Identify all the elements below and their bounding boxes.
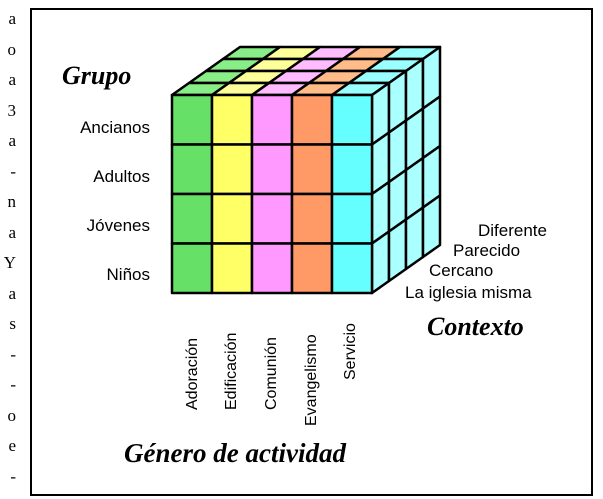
front-face-cell bbox=[330, 242, 374, 295]
front-face-cell bbox=[210, 242, 254, 295]
front-face-cell bbox=[250, 93, 294, 146]
front-face-cell bbox=[170, 242, 214, 295]
front-face-cell bbox=[170, 143, 214, 196]
side-face-cell bbox=[370, 230, 391, 295]
activity-label-servicio: Servicio bbox=[342, 323, 359, 380]
margin-char: n bbox=[7, 192, 17, 211]
margin-char: a bbox=[8, 131, 16, 150]
diagram-frame bbox=[30, 8, 593, 496]
activity-label-comunion: Comunión bbox=[263, 337, 280, 410]
group-axis-title: Grupo bbox=[62, 61, 131, 90]
activity-label-evangelismo: Evangelismo bbox=[303, 334, 320, 426]
front-face-cell bbox=[290, 192, 334, 245]
front-face-cell bbox=[330, 192, 374, 245]
front-face-cell bbox=[210, 192, 254, 245]
front-face-cell bbox=[250, 143, 294, 196]
side-face-cell bbox=[421, 194, 442, 259]
side-face-cell bbox=[404, 206, 425, 271]
activity-label-edificacion: Edificación bbox=[223, 333, 240, 410]
context-label-parecido: Parecido bbox=[453, 241, 520, 260]
margin-char: 3 bbox=[7, 100, 17, 120]
group-label-adultos: Adultos bbox=[93, 167, 150, 186]
front-face-cell bbox=[170, 192, 214, 245]
margin-char: a bbox=[8, 222, 16, 242]
margin-char: Y bbox=[3, 253, 16, 272]
margin-char: a bbox=[8, 9, 16, 28]
context-label-cercano: Cercano bbox=[429, 261, 493, 280]
margin-char: s bbox=[9, 314, 16, 333]
group-label-ancianos: Ancianos bbox=[80, 118, 150, 137]
group-label-jovenes: Jóvenes bbox=[87, 216, 150, 235]
front-face-cell bbox=[170, 93, 214, 146]
front-face-cell bbox=[250, 242, 294, 295]
margin-char: a bbox=[8, 283, 16, 303]
context-label-diferente: Diferente bbox=[478, 221, 547, 240]
margin-char: o bbox=[7, 39, 17, 59]
front-face-cell bbox=[210, 143, 254, 196]
front-face-cell bbox=[330, 143, 374, 196]
margin-char: e bbox=[8, 436, 16, 455]
front-face-cell bbox=[290, 93, 334, 146]
front-face-cell bbox=[250, 192, 294, 245]
activity-label-adoracion: Adoración bbox=[184, 338, 201, 410]
margin-char: a bbox=[8, 70, 16, 89]
front-face-cell bbox=[330, 93, 374, 146]
front-face-cell bbox=[290, 143, 334, 196]
front-face-cell bbox=[210, 93, 254, 146]
context-label-iglesia-misma: La iglesia misma bbox=[405, 283, 532, 302]
activity-axis-title: Género de actividad bbox=[124, 438, 346, 468]
margin-char: - bbox=[10, 344, 16, 364]
margin-char: - bbox=[10, 161, 16, 181]
margin-char: - bbox=[10, 375, 16, 394]
cube bbox=[170, 45, 442, 295]
margin-char: o bbox=[7, 405, 17, 425]
context-axis-title: Contexto bbox=[427, 312, 524, 341]
group-label-ninos: Niños bbox=[107, 265, 150, 284]
margin-char: - bbox=[10, 466, 16, 486]
front-face-cell bbox=[290, 242, 334, 295]
side-face-cell bbox=[387, 218, 408, 283]
